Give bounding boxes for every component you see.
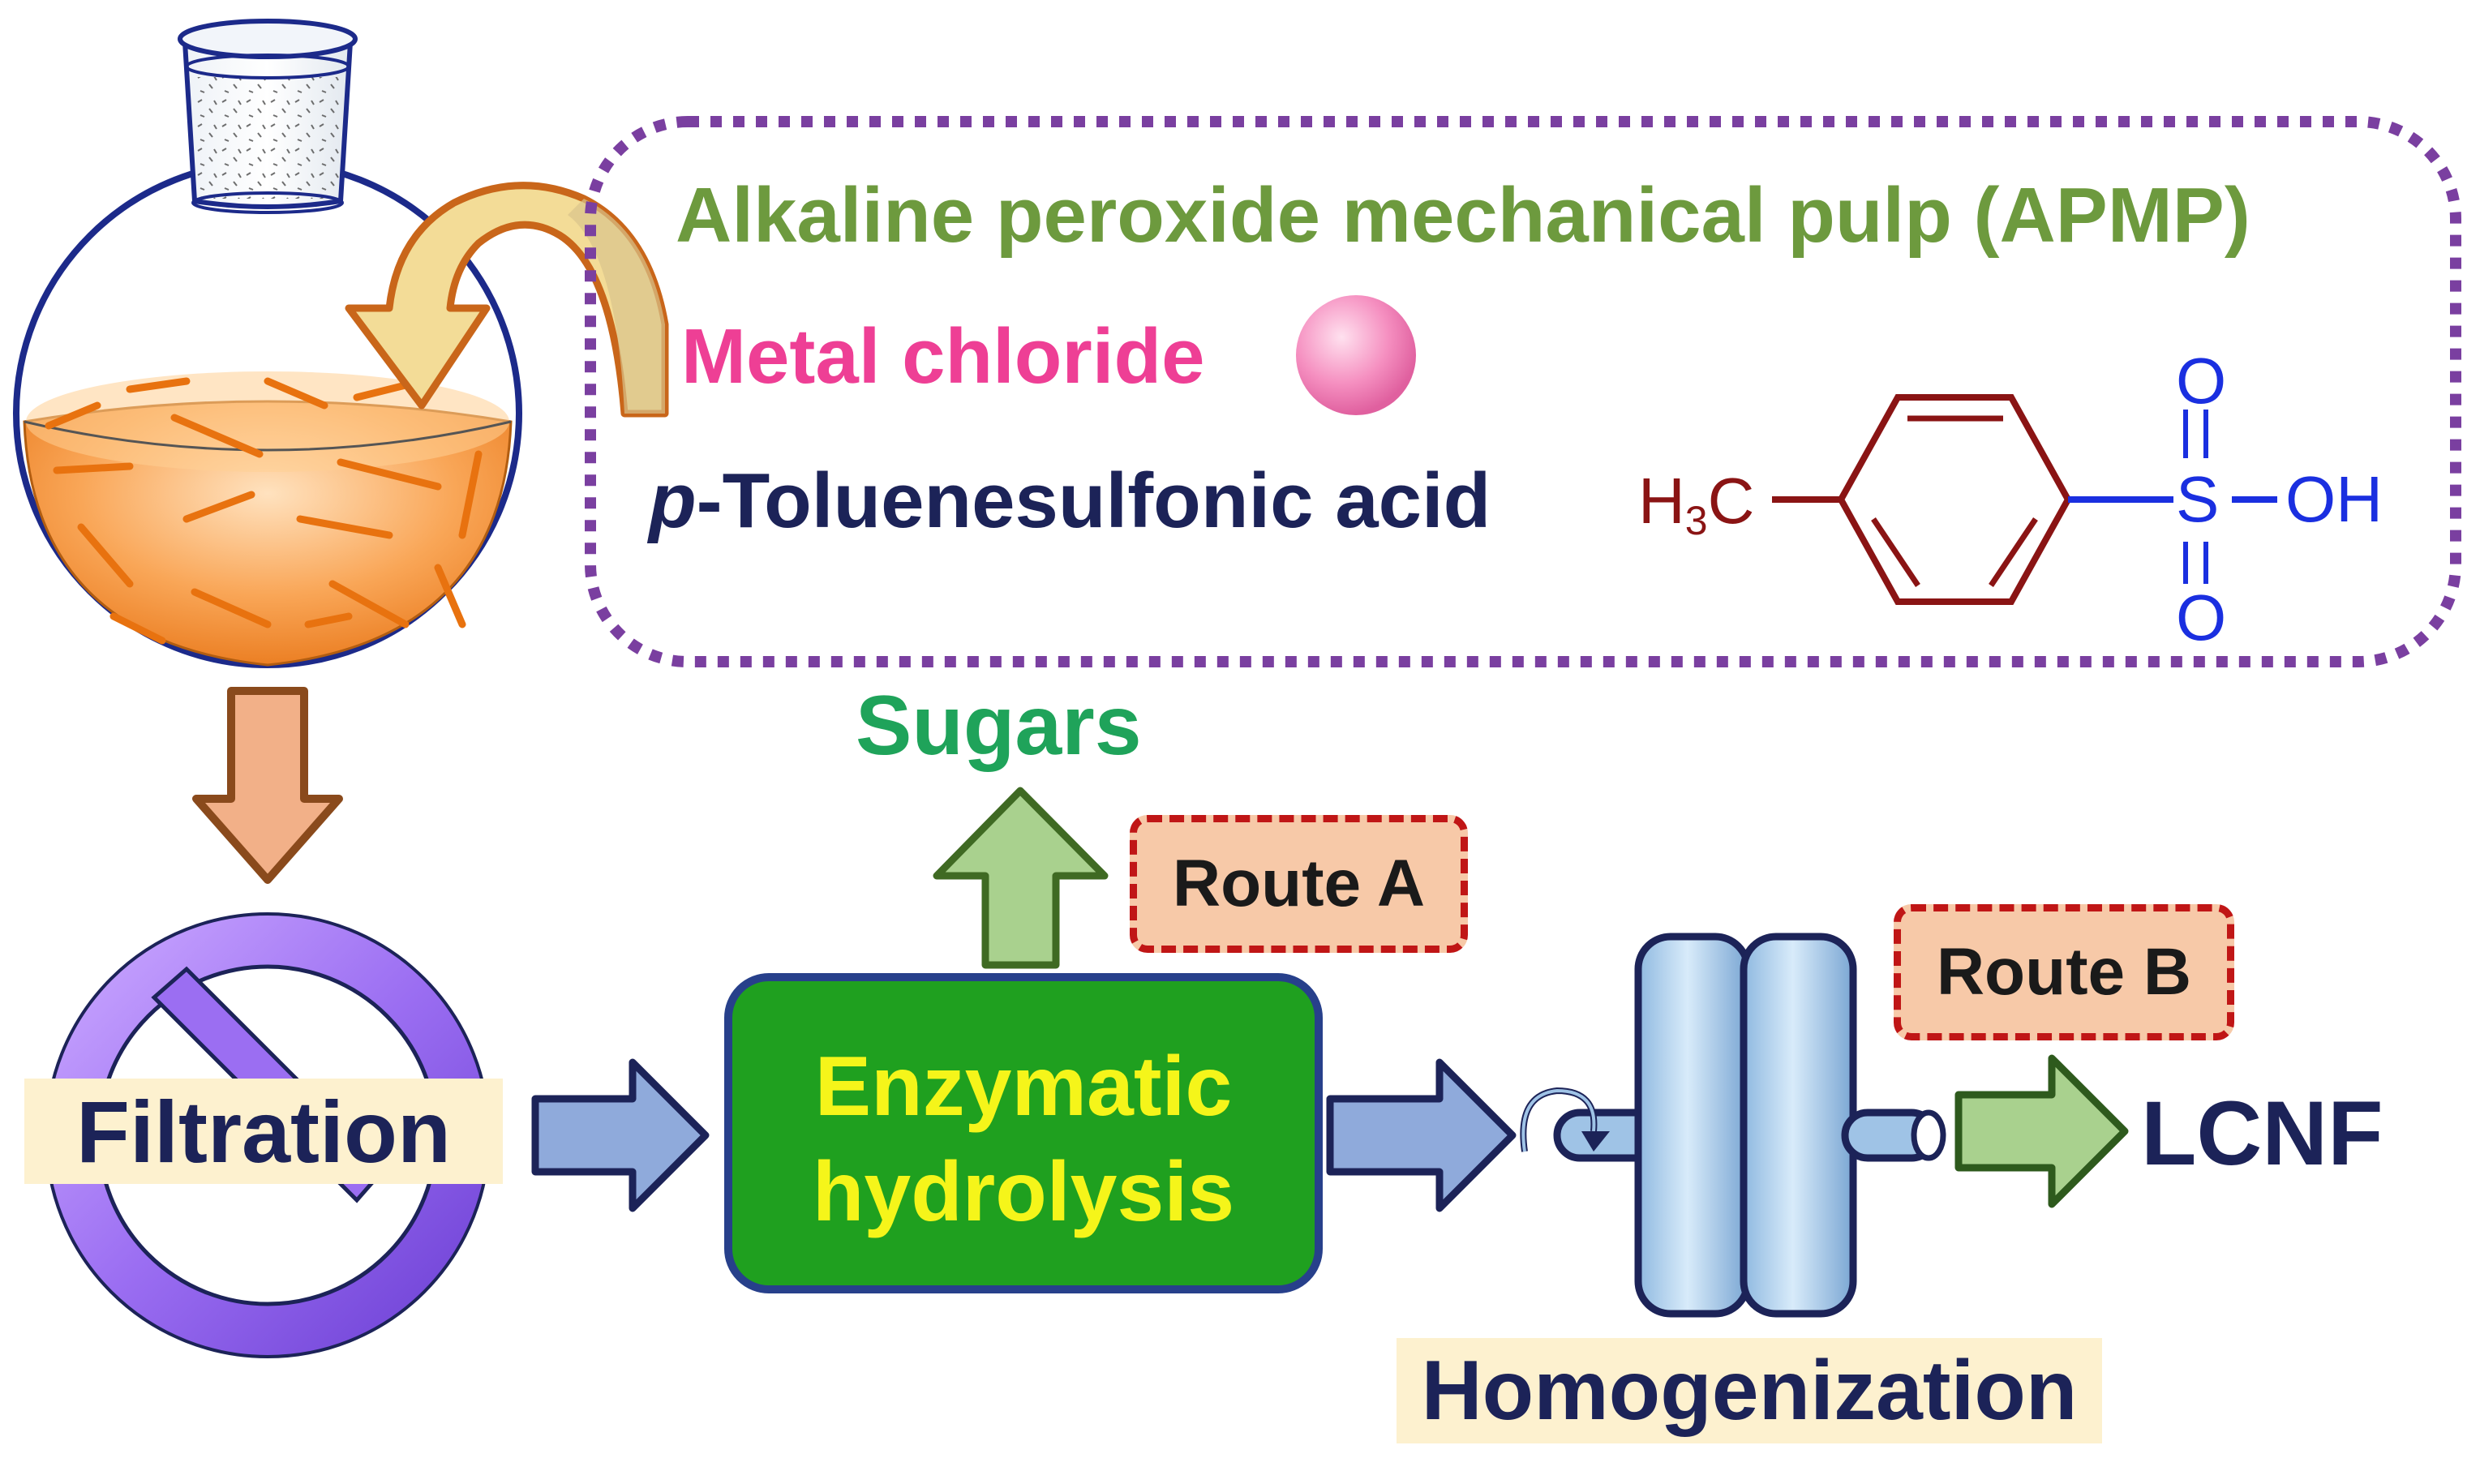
oxygen-top-label: O <box>2176 345 2227 417</box>
metal-chloride-ball-icon <box>1296 295 1416 415</box>
sugars-label: Sugars <box>856 679 1142 773</box>
oxygen-bottom-label: O <box>2176 581 2227 654</box>
down-arrow-icon <box>192 687 343 884</box>
route-a-tag: Route A <box>1130 815 1468 953</box>
ptsa-prefix: p <box>649 457 697 544</box>
homogenizer-icon <box>1520 933 1946 1318</box>
enzymatic-label-line1: Enzymatic <box>814 1040 1233 1134</box>
route-b-tag: Route B <box>1894 904 2234 1040</box>
up-arrow-icon <box>933 787 1109 969</box>
ptsa-structure-icon <box>1772 394 2277 605</box>
hydroxyl-label: OH <box>2285 463 2383 535</box>
h3c-label: H3C <box>1638 469 1754 543</box>
right-arrow-icon-3 <box>1954 1054 2129 1208</box>
h3c-h: H <box>1638 465 1685 537</box>
h3c-c: C <box>1707 465 1755 537</box>
enzymatic-label-line2: hydrolysis <box>812 1145 1235 1239</box>
h3c-subscript: 3 <box>1684 498 1708 543</box>
lcnf-label: LCNF <box>2141 1083 2383 1184</box>
enzymatic-box <box>724 973 1323 1293</box>
homogenization-label: Homogenization <box>1397 1338 2102 1443</box>
metal-chloride-label: Metal chloride <box>681 313 1205 400</box>
apmp-label: Alkaline peroxide mechanical pulp (APMP) <box>676 172 2250 259</box>
fiber-strands <box>45 377 483 645</box>
filtration-label: Filtration <box>24 1079 503 1184</box>
sulfur-label: S <box>2176 463 2220 535</box>
ptsa-name: -Toluenesulfonic acid <box>696 457 1491 544</box>
right-arrow-icon-2 <box>1326 1058 1517 1212</box>
reagent-box <box>585 116 2461 667</box>
ptsa-label: p-Toluenesulfonic acid <box>649 462 1491 540</box>
right-arrow-icon-1 <box>531 1058 710 1212</box>
